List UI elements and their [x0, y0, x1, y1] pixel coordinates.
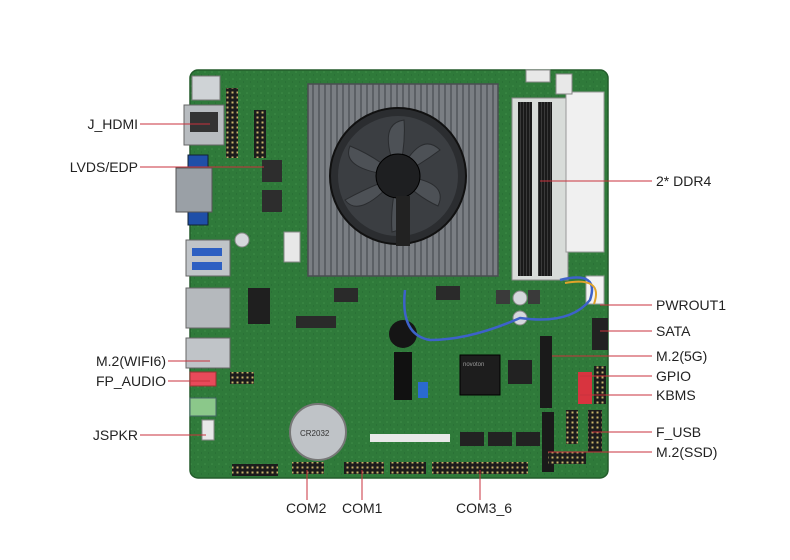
label-com2: COM2 [286, 500, 327, 516]
label-j-hdmi: J_HDMI [87, 116, 138, 132]
fan-cable-yellow [564, 280, 597, 305]
pin-headers [201, 69, 608, 476]
battery-text: CR2032 [300, 429, 330, 438]
ddr4-slots [511, 91, 605, 281]
label-m2-5g: M.2(5G) [656, 348, 708, 364]
rear-io-ports [175, 75, 231, 417]
label-com3-6: COM3_6 [456, 500, 513, 516]
label-m2-ssd: M.2(SSD) [656, 444, 718, 460]
label-lvds-edp: LVDS/EDP [69, 159, 138, 175]
label-fp-audio: FP_AUDIO [95, 373, 166, 389]
label-m2-wifi6: M.2(WIFI6) [96, 353, 166, 369]
cpu-fan [329, 107, 467, 246]
label-gpio: GPIO [656, 368, 692, 384]
board-components: novoton CR2032 [234, 160, 554, 472]
fan-cable [403, 276, 594, 342]
leader-lines [140, 123, 652, 500]
chip-brand-text: novoton [463, 362, 484, 368]
label-jspkr: JSPKR [92, 427, 138, 443]
label-kbms: KBMS [656, 387, 696, 403]
label-ddr4: 2* DDR4 [656, 173, 712, 189]
label-f-usb: F_USB [656, 424, 702, 440]
label-pwrout1: PWROUT1 [656, 297, 726, 313]
label-com1: COM1 [342, 500, 383, 516]
label-sata: SATA [656, 323, 691, 339]
